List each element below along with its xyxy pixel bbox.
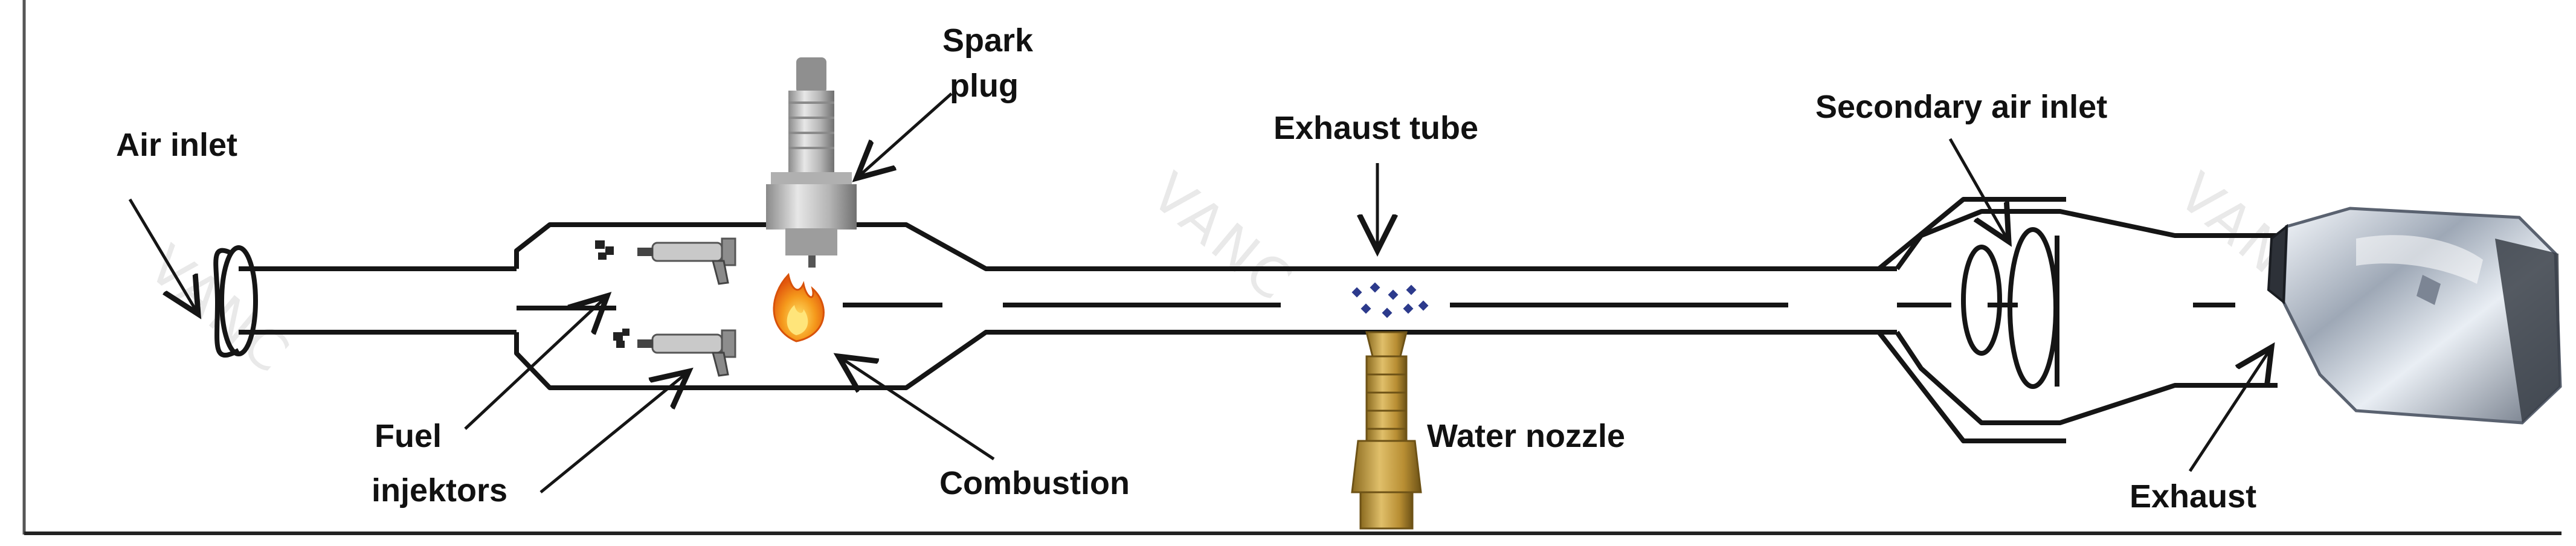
engine-outline [213,197,2278,443]
label-fuel-injectors-line2: injektors [372,472,507,509]
spark-plug-arrow [857,92,953,178]
label-secondary-air-inlet: Secondary air inlet [1815,89,2107,125]
label-exhaust: Exhaust [2130,478,2256,515]
label-combustion: Combustion [939,465,1130,501]
exhaust-tip-icon [2267,207,2562,425]
spark-plug-icon [766,57,857,268]
inlet-bell [213,248,240,358]
label-fuel-injectors-line1: Fuel [375,418,442,454]
fuel-injector-arrow-2 [539,371,689,493]
combustion-arrow [839,356,995,461]
label-exhaust-tube: Exhaust tube [1274,110,1478,146]
arrows [128,92,2272,493]
label-air-inlet: Air inlet [116,127,237,163]
label-water-nozzle: Water nozzle [1427,418,1625,454]
fuel-injector-icon [595,237,736,377]
water-drops [1351,282,1429,318]
flame-icon [773,272,825,342]
label-spark-plug-line2: plug [950,68,1019,104]
air-inlet-arrow [128,198,198,314]
fuel-injector-arrow-1 [464,296,607,430]
secondary-air-arrow [1948,138,2009,242]
exhaust-arrow [2188,347,2272,472]
label-spark-plug-line1: Spark [942,22,1034,59]
water-nozzle-icon [1351,331,1422,530]
watermark: VANC [1139,161,1306,315]
